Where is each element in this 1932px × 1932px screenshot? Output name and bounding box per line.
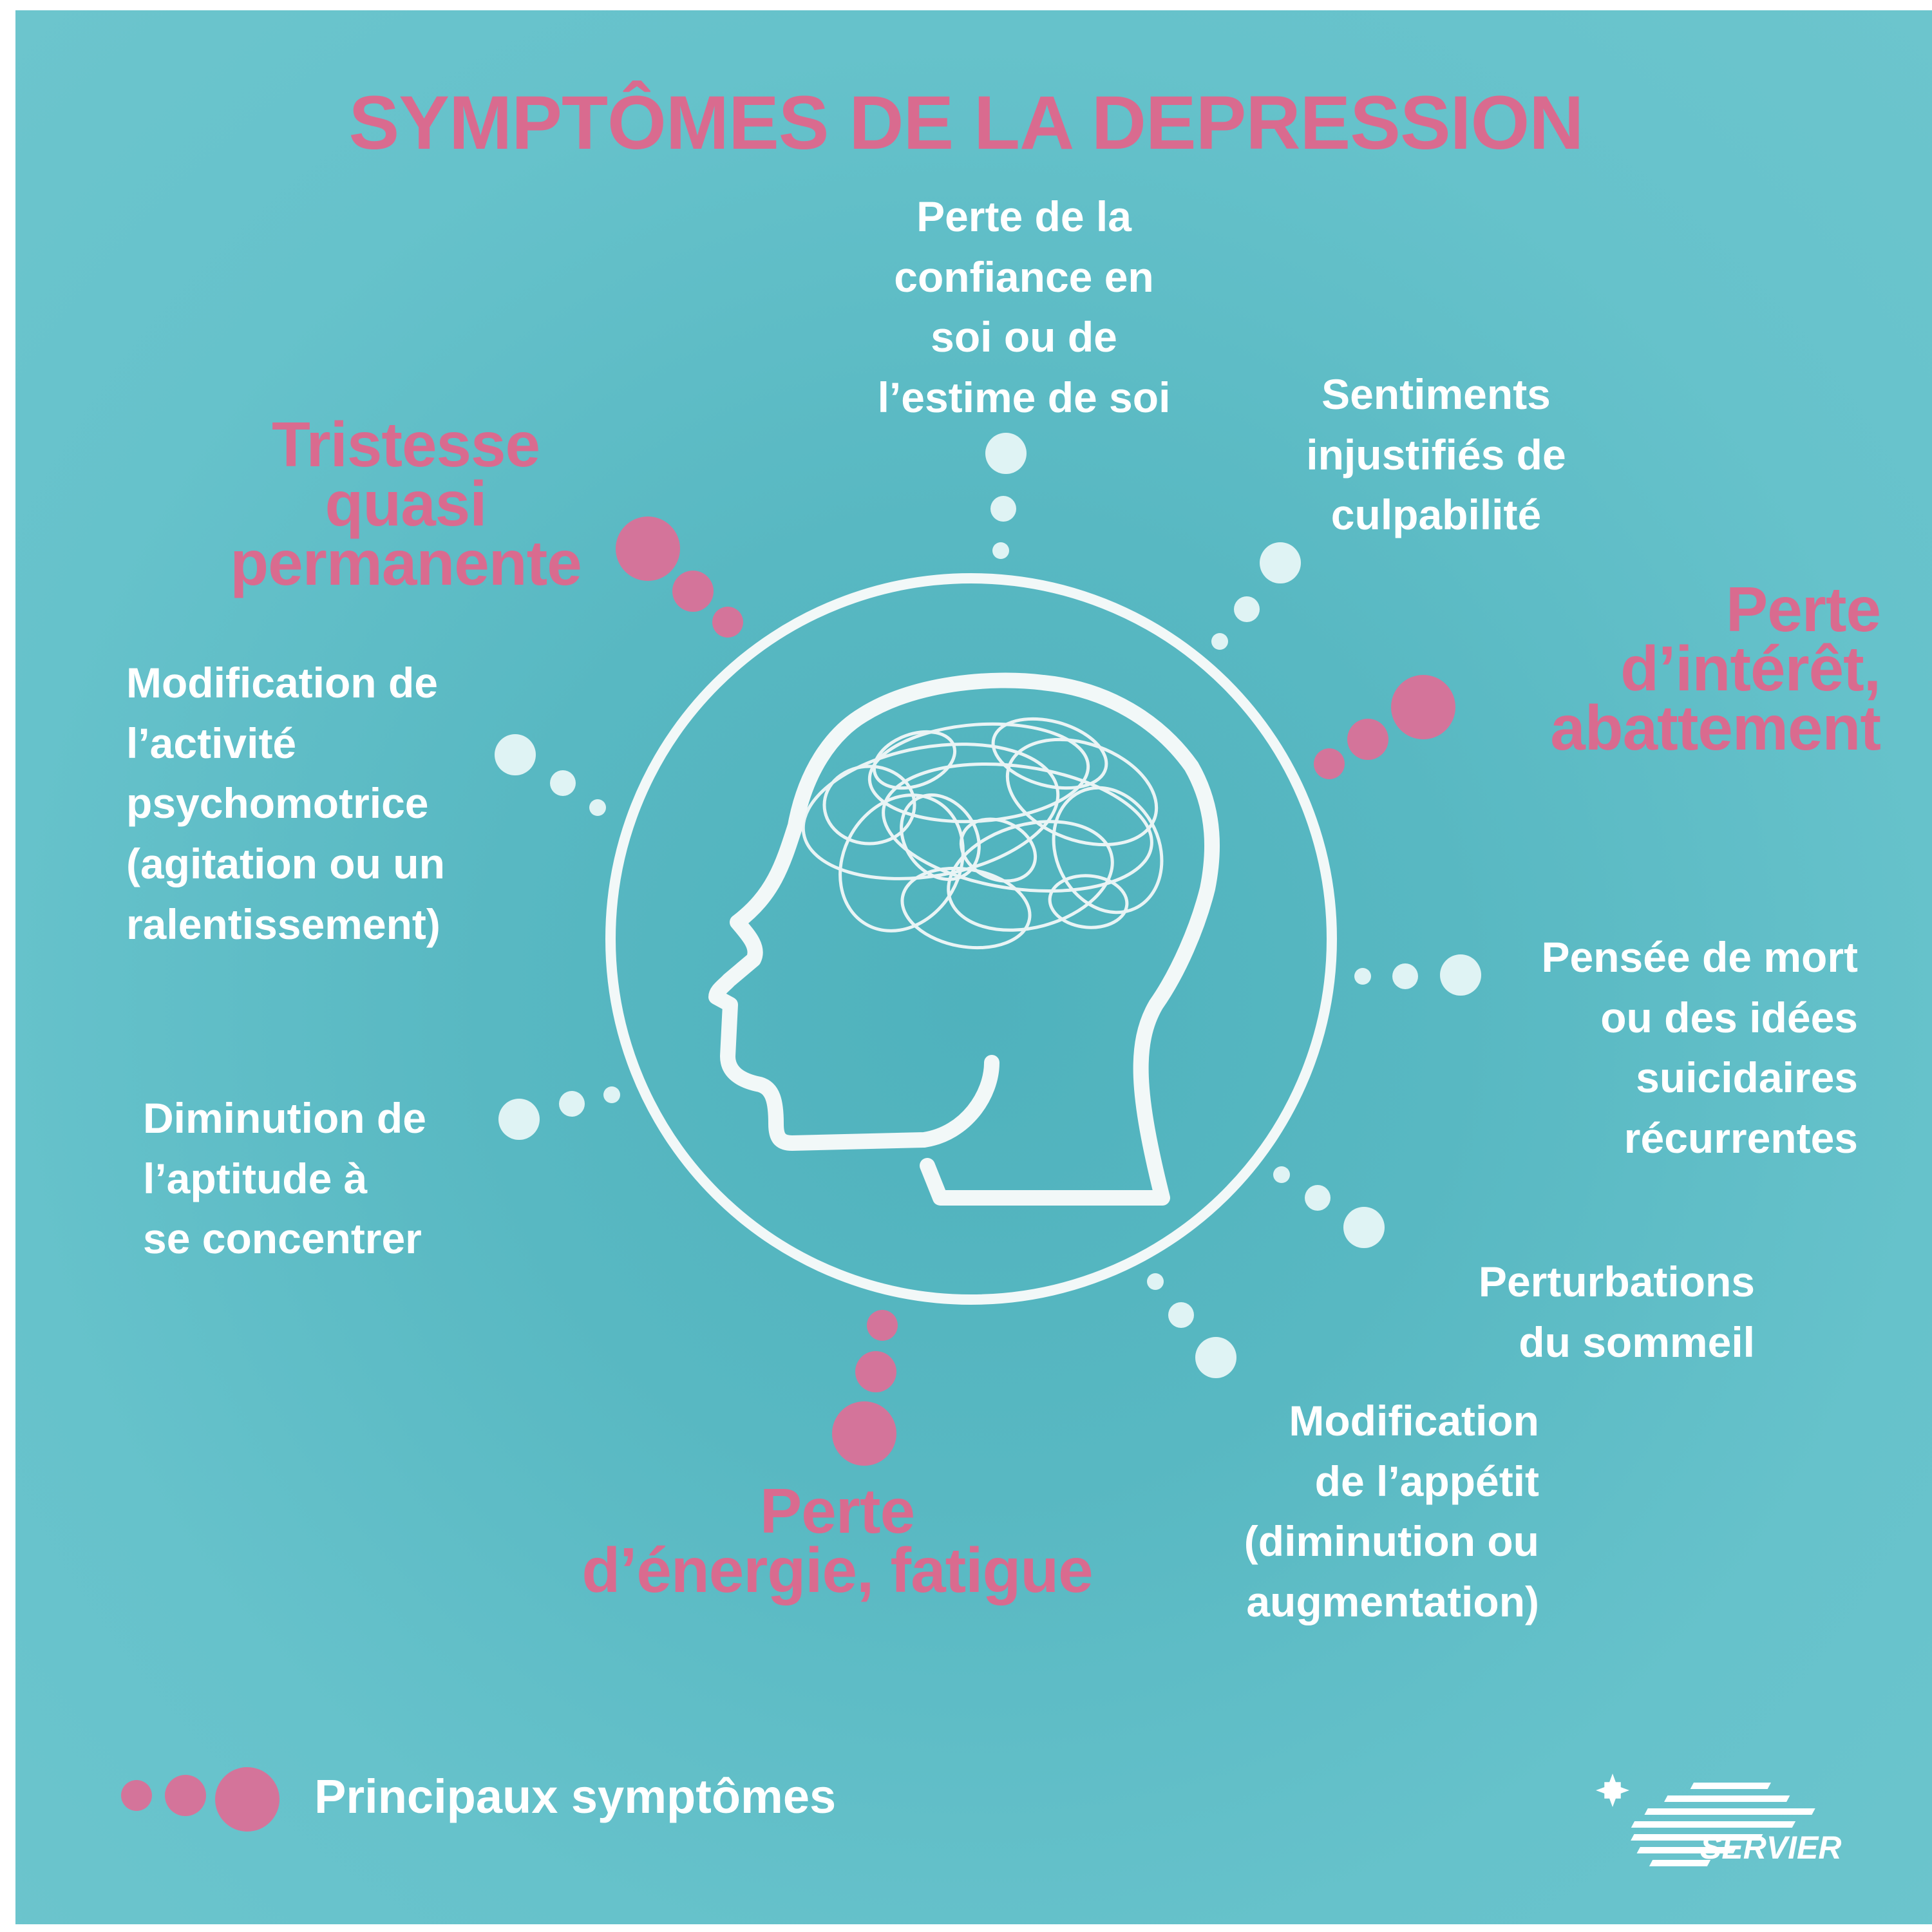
dot-sommeil-3 <box>1273 1166 1290 1183</box>
dot-psychomotrice-1 <box>495 734 536 775</box>
dot-sommeil-1 <box>1343 1207 1385 1248</box>
dot-mort-3 <box>1354 968 1371 985</box>
major-dot-chains <box>121 516 1455 1832</box>
dot-culpabilite-2 <box>1234 596 1260 622</box>
dot-interet-3 <box>1314 748 1345 779</box>
symptom-sommeil: Perturbations du sommeil <box>1478 1258 1755 1366</box>
dot-appetit-3 <box>1147 1273 1164 1290</box>
symptom-confiance: Perte de la confiance en soi ou de l’est… <box>877 193 1171 422</box>
symptom-appetit: Modification de l’appétit (diminution ou… <box>1244 1397 1539 1626</box>
servier-logo-icon <box>1596 1774 1815 1866</box>
symptom-energie: Perte d’énergie, fatigue <box>582 1475 1093 1606</box>
dot-culpabilite-3 <box>1211 633 1228 650</box>
symptom-mort: Pensée de mort ou des idées suicidaires … <box>1541 933 1858 1162</box>
legend-label: Principaux symptômes <box>314 1770 837 1823</box>
dot-mort-2 <box>1392 963 1418 989</box>
dot-confiance-1 <box>985 433 1027 474</box>
dot-energie-3 <box>867 1310 898 1341</box>
legend-dot-medium <box>165 1775 206 1816</box>
dot-tristesse-2 <box>672 571 714 612</box>
symptom-concentration: Diminution de l’aptitude à se concentrer <box>143 1094 426 1263</box>
dot-concentration-2 <box>559 1091 585 1117</box>
dot-confiance-3 <box>992 542 1009 559</box>
legend-dot-small <box>121 1780 152 1811</box>
dot-concentration-3 <box>603 1086 620 1103</box>
symptom-psychomotrice: Modification de l’activité psychomotrice… <box>126 659 445 948</box>
dot-mort-1 <box>1440 954 1481 996</box>
dot-culpabilite-1 <box>1260 542 1301 583</box>
dot-energie-2 <box>855 1351 896 1392</box>
symptom-interet: Perte d’intérêt, abattement <box>1550 574 1881 764</box>
dot-interet-1 <box>1391 675 1455 739</box>
symptom-tristesse: Tristesse quasi permanente <box>230 409 582 599</box>
brand-name: SERVIER <box>1700 1830 1842 1866</box>
dot-concentration-1 <box>498 1099 540 1140</box>
dot-appetit-2 <box>1168 1302 1194 1328</box>
page-title: SYMPTÔMES DE LA DEPRESSION <box>348 80 1584 166</box>
head-circle <box>605 573 1337 1305</box>
head-brain-icon <box>708 672 1220 1206</box>
dot-appetit-1 <box>1195 1337 1236 1378</box>
dot-tristesse-3 <box>712 607 743 638</box>
dot-psychomotrice-3 <box>589 799 606 816</box>
legend-dot-large <box>215 1767 279 1832</box>
dot-confiance-2 <box>990 496 1016 522</box>
dot-psychomotrice-2 <box>550 770 576 796</box>
dot-tristesse-1 <box>616 516 680 581</box>
dot-sommeil-2 <box>1305 1185 1331 1211</box>
symptom-culpabilite: Sentiments injustifiés de culpabilité <box>1306 370 1566 539</box>
dot-energie-1 <box>832 1401 896 1466</box>
background-panel <box>15 10 1932 1924</box>
dot-interet-2 <box>1347 719 1388 760</box>
minor-dot-chains <box>495 433 1481 1378</box>
